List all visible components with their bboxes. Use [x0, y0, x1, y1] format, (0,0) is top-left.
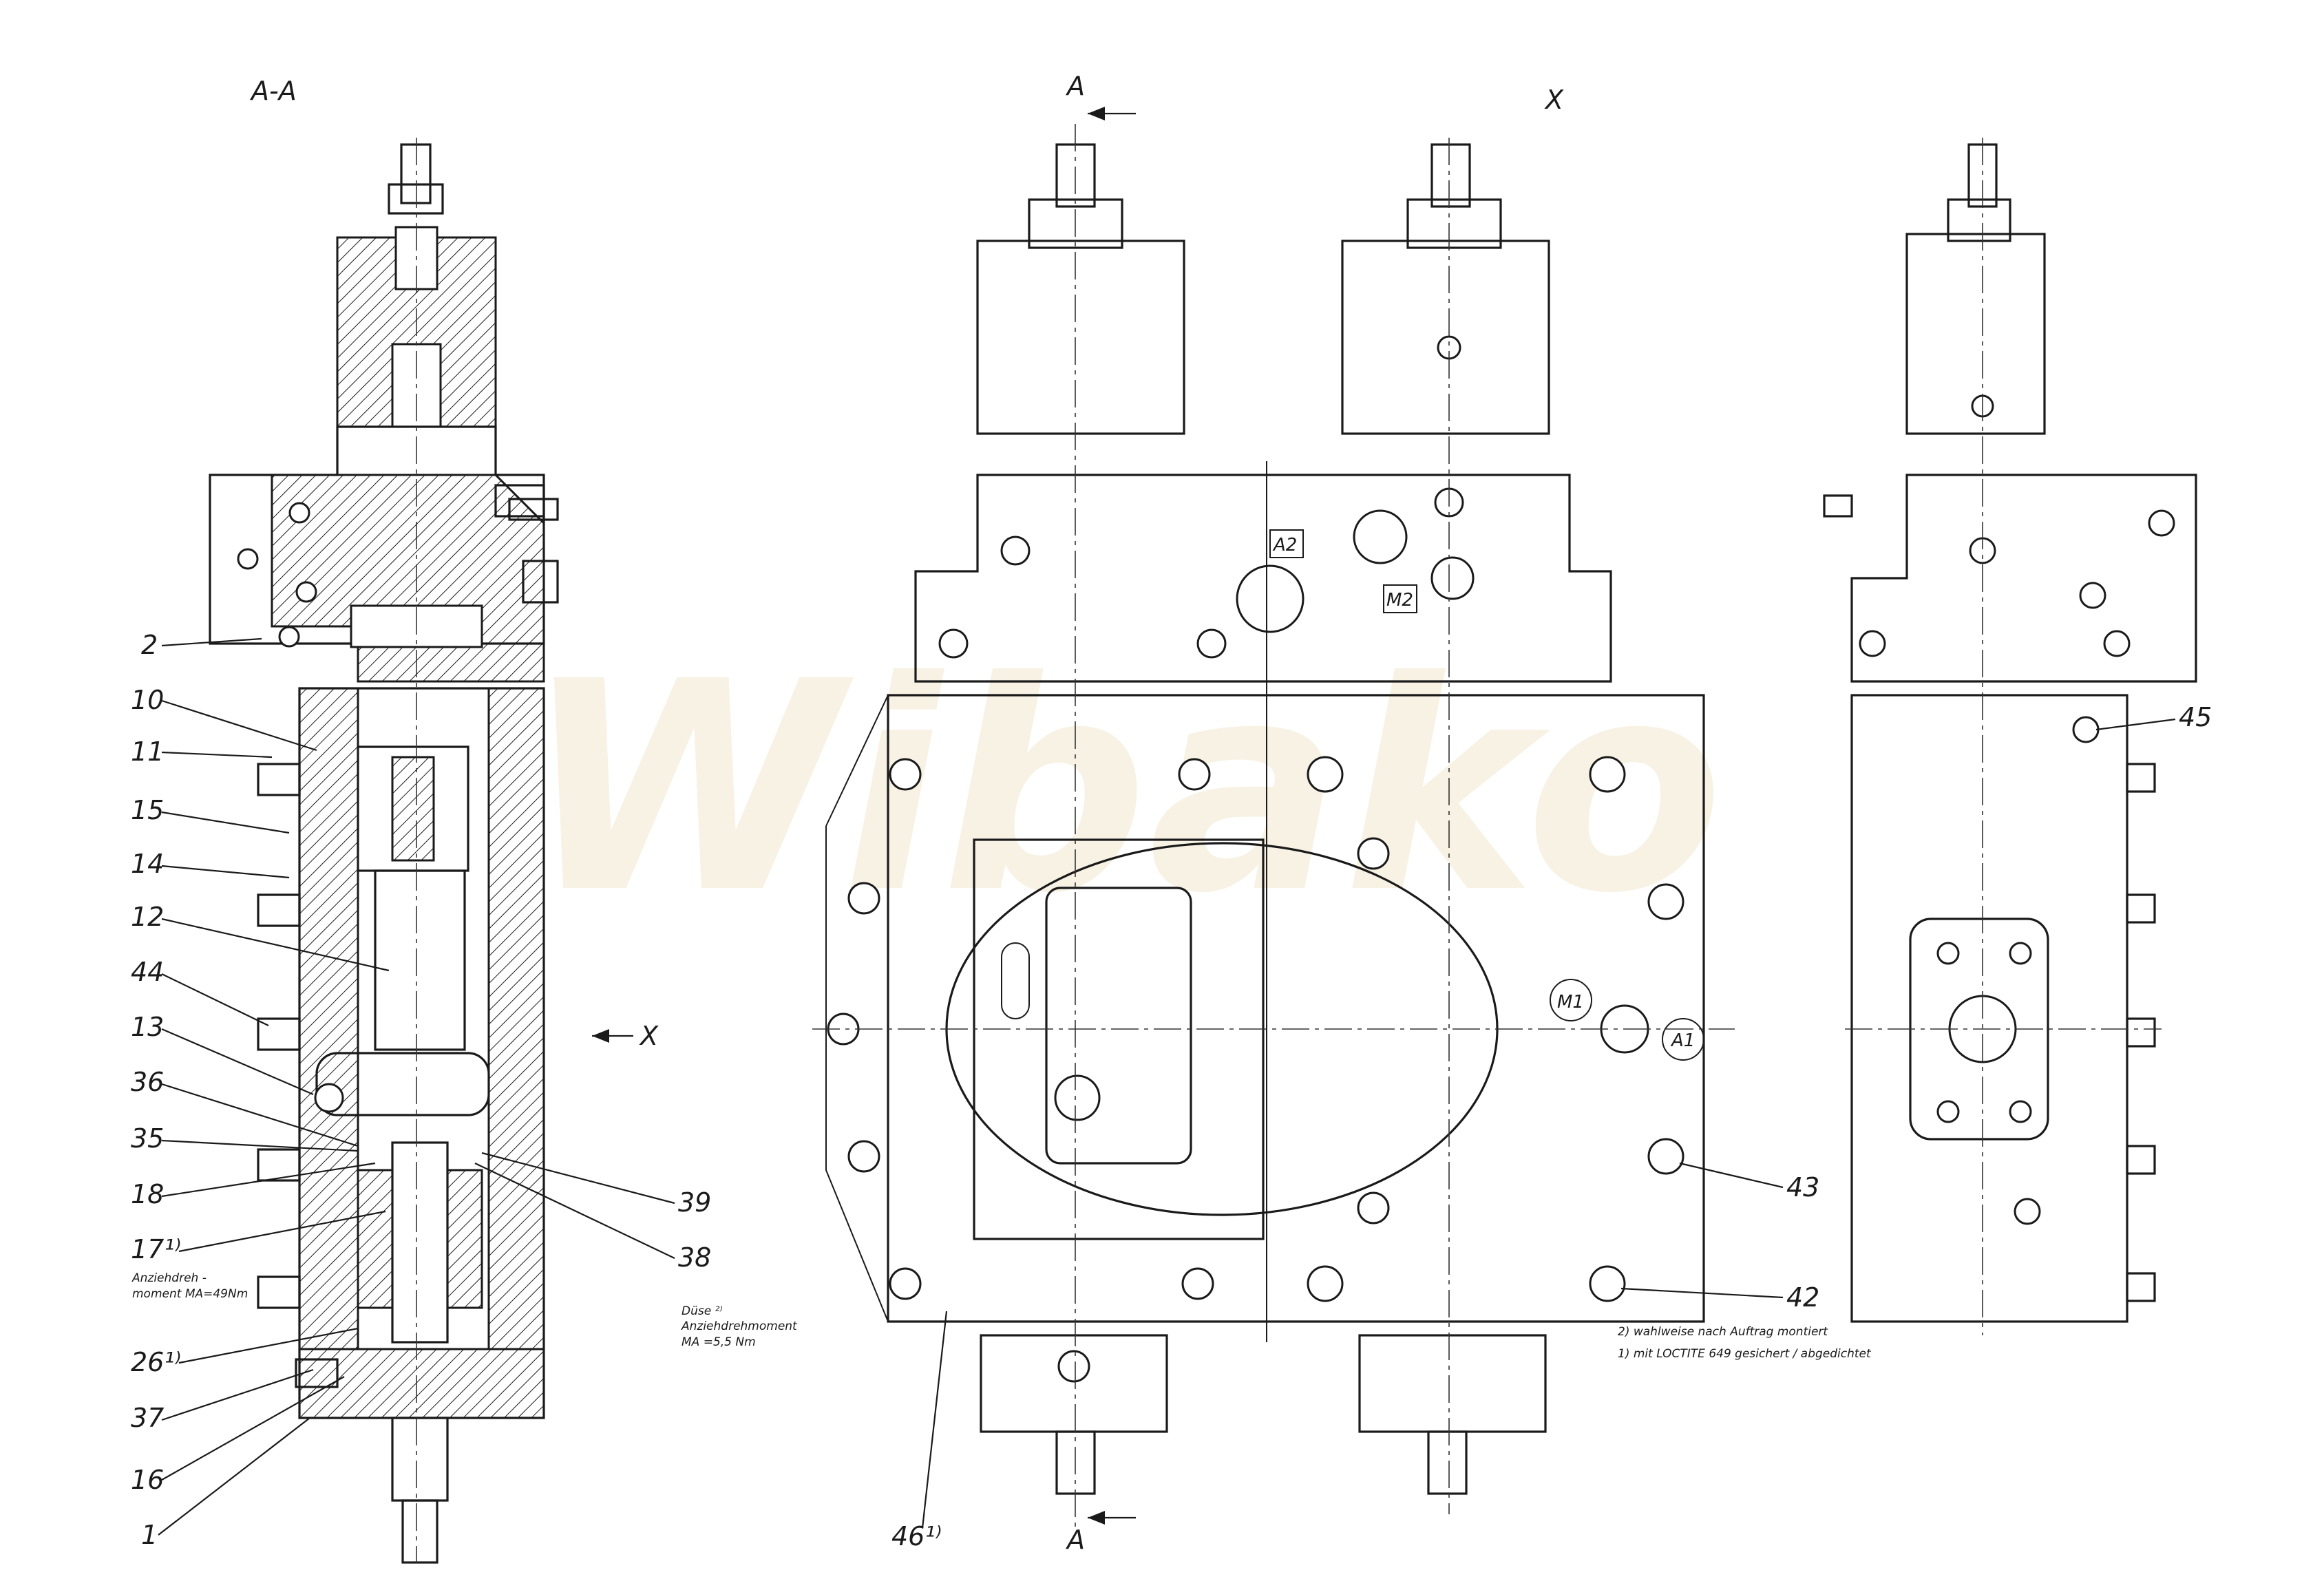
svg-text:M2: M2	[1386, 590, 1413, 611]
pilot-valve-side	[1905, 233, 2046, 435]
callout-13: 13	[131, 1012, 164, 1042]
callout-39: 39	[678, 1187, 711, 1218]
callout-14: 14	[131, 849, 164, 879]
view-title-x: X	[1544, 85, 1564, 115]
view-title-section: A-A	[249, 76, 297, 106]
svg-text:A2: A2	[1272, 535, 1297, 555]
flange-section	[271, 474, 545, 683]
side-housing	[1850, 694, 2128, 1323]
callout-38: 38	[678, 1242, 711, 1273]
callout-10: 10	[131, 685, 164, 715]
svg-text:A1: A1	[1670, 1030, 1695, 1051]
port-a1: A1	[1662, 1018, 1704, 1061]
callout-18: 18	[131, 1179, 164, 1209]
callout-43: 43	[1786, 1172, 1819, 1202]
callout-37: 37	[131, 1403, 164, 1433]
port-a2: A2	[1269, 529, 1304, 558]
nozzle-note-line2: Anziehdrehmoment	[681, 1319, 798, 1333]
callout-12: 12	[131, 902, 164, 932]
callout-36: 36	[131, 1067, 164, 1097]
callout-46: 46¹⁾	[891, 1521, 942, 1551]
callout-42: 42	[1786, 1282, 1819, 1313]
callout-17: 17¹⁾	[131, 1234, 181, 1264]
port-m1: M1	[1550, 979, 1592, 1021]
callout-11: 11	[131, 736, 164, 767]
cut-mark-top: A	[1065, 71, 1085, 101]
section-view-a-a: A-A	[209, 76, 659, 1564]
callout-45: 45	[2179, 702, 2212, 732]
pilot-valve-right	[1341, 240, 1550, 435]
side-view: 45	[1823, 138, 2212, 1335]
callout-2: 2	[141, 630, 158, 660]
pilot-valve-left	[976, 240, 1185, 435]
side-control-plate	[1850, 474, 2197, 683]
watermark: Wibako	[523, 620, 1724, 957]
torque-note-line2: moment MA=49Nm	[132, 1287, 248, 1301]
torque-note-line1: Anziehdreh -	[131, 1271, 207, 1285]
center-part-callouts: 46¹⁾ 43 42 2) wahlweise nach Auftrag mon…	[891, 1162, 1872, 1551]
svg-text:M1: M1	[1557, 992, 1584, 1013]
callout-15: 15	[131, 795, 164, 825]
footnote-1: 1) mit LOCTITE 649 gesichert / abgedicht…	[1618, 1347, 1872, 1361]
callout-26: 26¹⁾	[131, 1347, 181, 1377]
callout-16: 16	[131, 1465, 164, 1495]
nozzle-note-line1: Düse ²⁾	[682, 1304, 723, 1318]
nozzle-note-line3: MA =5,5 Nm	[682, 1335, 756, 1349]
footnote-2: 2) wahlweise nach Auftrag montiert	[1618, 1325, 1828, 1339]
callout-1: 1	[141, 1520, 158, 1550]
port-m2: M2	[1383, 584, 1417, 613]
pump-housing	[887, 694, 1705, 1323]
bottom-cap-left	[980, 1334, 1168, 1433]
front-view: A A X A2 M2	[812, 71, 1735, 1555]
x-view-arrow-label: X	[639, 1021, 659, 1051]
cut-mark-bottom: A	[1065, 1525, 1085, 1555]
callout-35: 35	[131, 1123, 164, 1154]
left-part-callouts: 2 10 11 15 14 12 44 13 36 35 18 17¹⁾ Anz…	[131, 630, 798, 1550]
control-plate	[914, 474, 1612, 683]
callout-44: 44	[131, 957, 164, 987]
bottom-cap-right	[1358, 1334, 1547, 1433]
